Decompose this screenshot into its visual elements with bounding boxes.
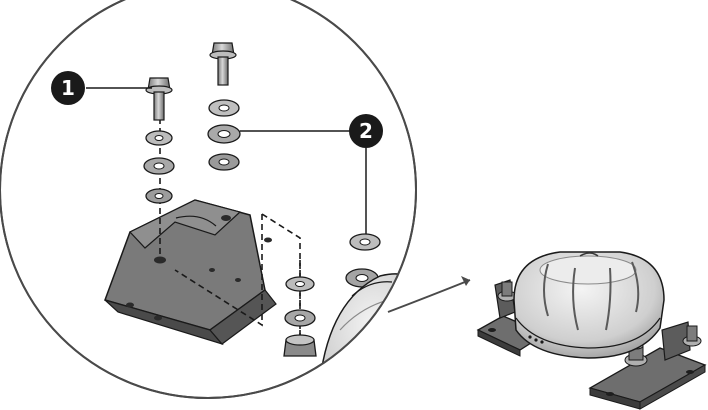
mounting-bracket-detail (104, 199, 277, 346)
bracket-hole-icon (154, 315, 162, 321)
bracket-hole-icon (126, 302, 134, 308)
callout-2: 2 (240, 114, 383, 234)
assembled-unit (476, 251, 707, 410)
callout-2-number: 2 (359, 119, 373, 143)
bracket-hole-icon (264, 237, 272, 243)
dome-antenna-icon (513, 251, 665, 359)
washer-stack-left (143, 130, 175, 204)
washer-stack-middle (207, 99, 241, 171)
bracket-hole-icon (235, 278, 241, 282)
washer-stack-lower (283, 276, 317, 357)
callout-2-badge (349, 114, 383, 148)
bracket-hole-icon (221, 215, 231, 221)
callout-1-number: 1 (61, 76, 75, 100)
callout-1-badge (51, 71, 85, 105)
bolt-middle-icon (209, 42, 237, 86)
right-bracket (588, 321, 707, 410)
bracket-hole-icon (209, 268, 215, 272)
bracket-hole-icon (154, 256, 166, 264)
zoom-arrow (387, 276, 471, 313)
callout-1: 1 (51, 71, 152, 105)
bolt-left-icon (145, 77, 173, 121)
